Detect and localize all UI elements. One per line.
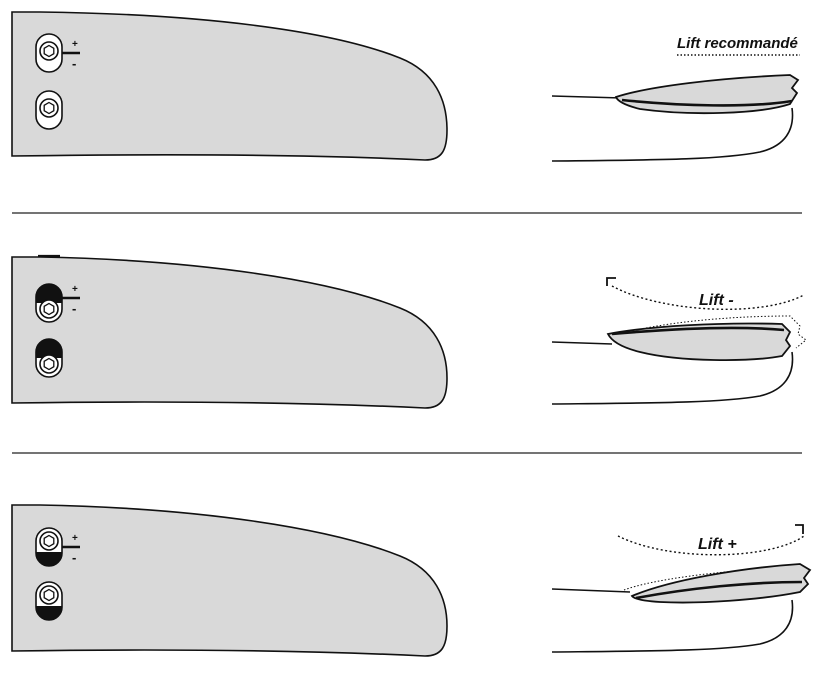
fuselage-top-view — [11, 504, 448, 657]
plus-sign: + — [72, 533, 78, 544]
shim-screw-rear — [35, 581, 63, 621]
lift-direction-arrow — [617, 535, 805, 556]
minus-sign: - — [72, 301, 76, 316]
shim-screw-rear — [35, 90, 63, 130]
stabilizer-side-view — [606, 322, 792, 361]
fuselage-top-view — [11, 11, 448, 161]
panel-recommended: + - Lift recommandé — [11, 11, 800, 162]
shim-screw-rear — [35, 338, 63, 378]
lift-minus-label: Lift - — [699, 292, 734, 309]
stabilizer-side-view — [614, 74, 800, 115]
shim-screw-front — [35, 527, 63, 567]
plus-sign: + — [72, 39, 78, 50]
lift-direction-arrow — [611, 285, 805, 310]
panel-lift-minus: + - Lift - — [11, 254, 807, 409]
plus-sign: + — [72, 284, 78, 295]
stabilizer-reference-outline — [611, 315, 807, 349]
mast-side-outline — [551, 95, 794, 162]
fuselage-top-view — [11, 256, 448, 409]
shim-screw-front — [35, 33, 63, 73]
shim-screw-front — [35, 283, 63, 323]
minus-sign: - — [72, 550, 76, 565]
lift-recommended-label: Lift recommandé — [677, 35, 798, 52]
panel-lift-plus: + - Lift + — [11, 504, 812, 657]
mast-side-outline — [551, 588, 794, 653]
lift-plus-label: Lift + — [698, 536, 737, 553]
stabilizer-side-view — [630, 563, 812, 604]
mast-side-outline — [551, 341, 794, 405]
minus-sign: - — [72, 56, 76, 71]
